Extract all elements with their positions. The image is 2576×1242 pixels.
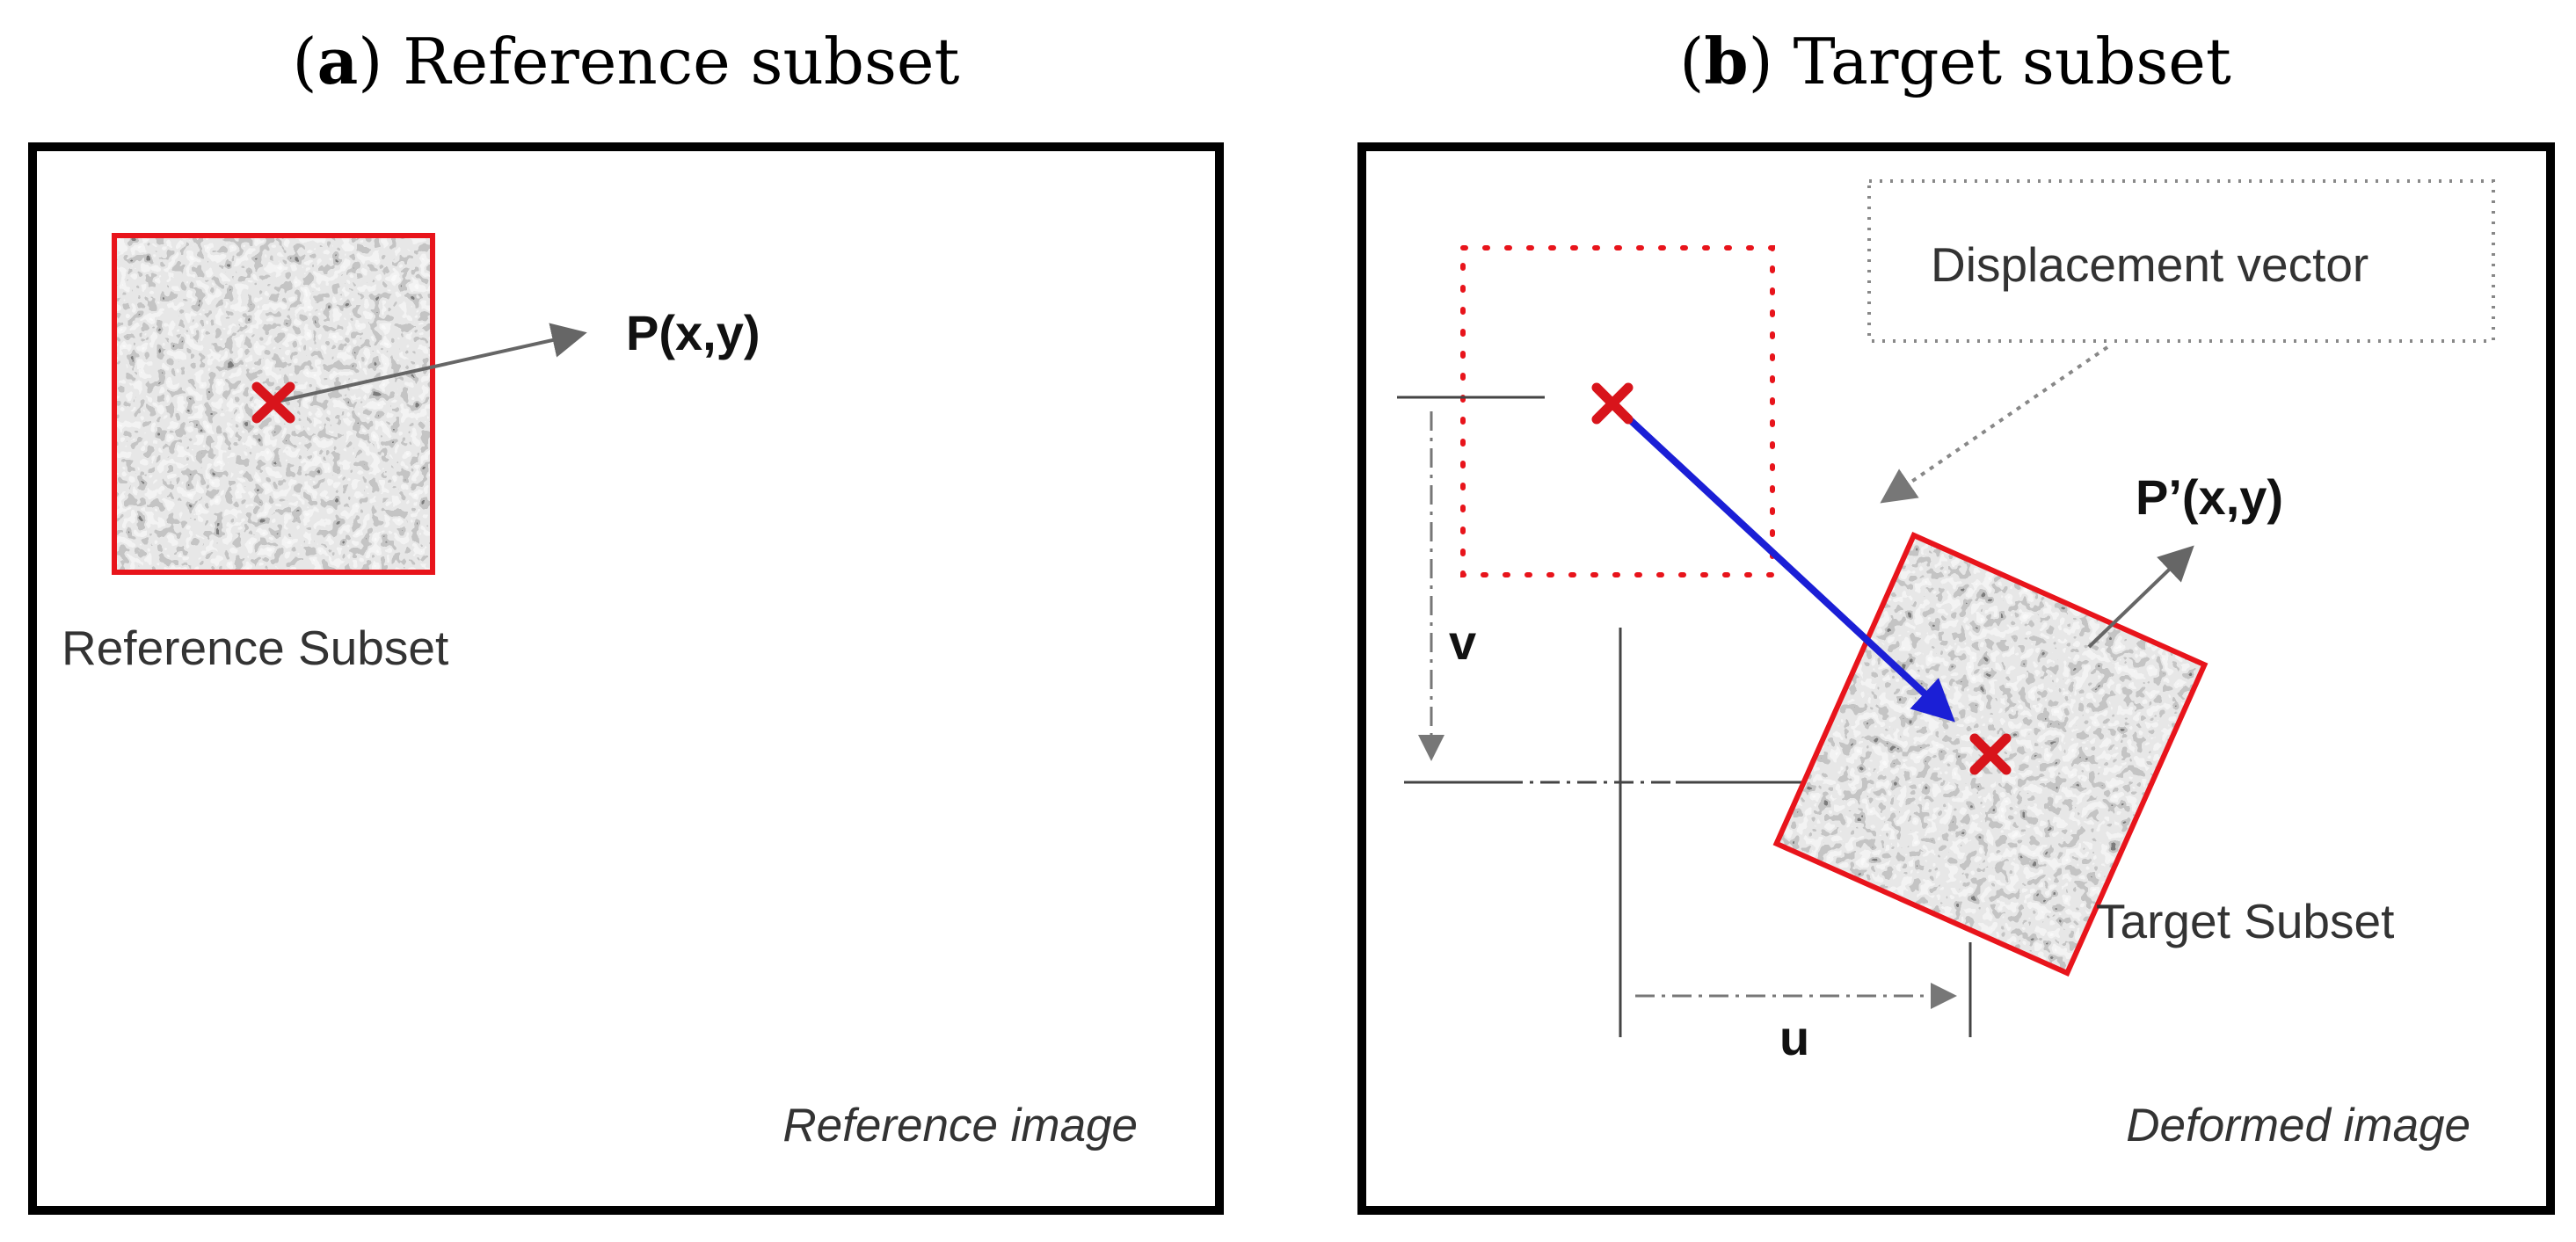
- reference-subset-label: Reference Subset: [62, 621, 448, 675]
- panel-a-title-text: Reference subset: [382, 25, 960, 98]
- target-point-marker: [1969, 733, 2012, 775]
- panel-a-title: (a) Reference subset: [292, 24, 960, 98]
- dimension-lines: [1397, 396, 1972, 1037]
- displacement-callout-box: [1867, 179, 2495, 343]
- panel-a-letter: a: [317, 24, 359, 98]
- original-point-marker: [1591, 382, 1634, 425]
- original-subset-outline: [1460, 245, 1775, 577]
- reference-image-label: Reference image: [782, 1100, 1138, 1151]
- reference-point-arrow: [272, 323, 587, 404]
- v-label: v: [1449, 614, 1476, 670]
- panel-b-title: (b) Target subset: [1679, 24, 2231, 98]
- reference-subset: [112, 233, 435, 575]
- panel-b-letter: b: [1704, 24, 1749, 98]
- u-label: u: [1779, 1010, 1809, 1065]
- displacement-callout-label: Displacement vector: [1931, 237, 2369, 292]
- deformed-image-label: Deformed image: [2126, 1100, 2470, 1151]
- reference-point-marker: [251, 381, 295, 424]
- target-point-label: P’(x,y): [2136, 469, 2283, 525]
- panel-b-title-text: Target subset: [1772, 25, 2231, 98]
- target-subset-label: Target Subset: [2096, 894, 2394, 948]
- callout-arrow: [1880, 345, 2109, 504]
- displacement-vector-arrow: [1610, 401, 1955, 723]
- target-point-arrow: [2087, 545, 2194, 649]
- reference-point-label: P(x,y): [626, 305, 760, 360]
